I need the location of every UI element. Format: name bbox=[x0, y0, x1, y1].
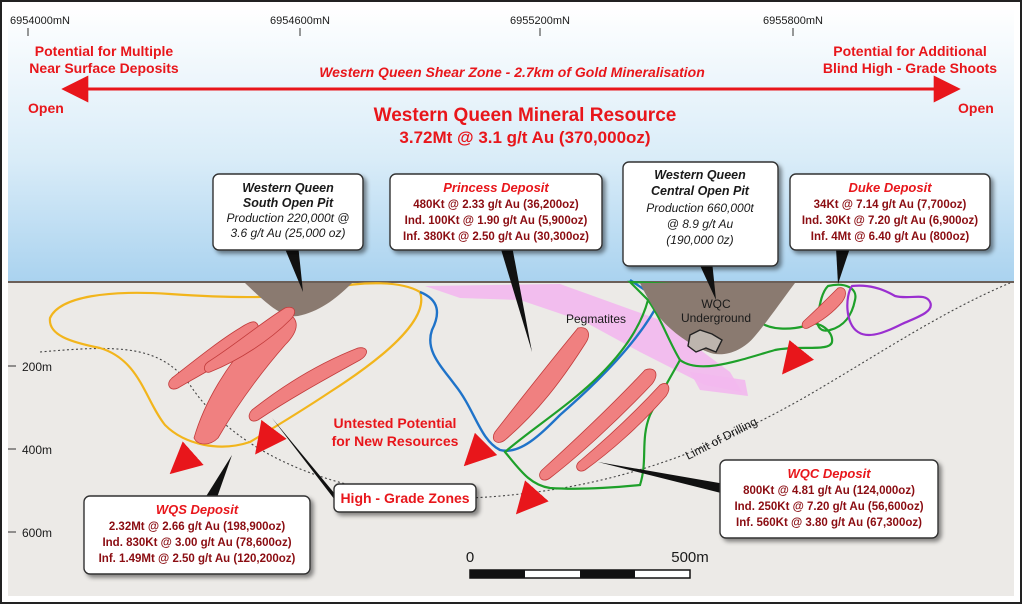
scale-bar-start: 0 bbox=[466, 549, 474, 566]
wqs-pit-title2: South Open Pit bbox=[243, 196, 334, 210]
wqs-pit-line2: 3.6 g/t Au (25,000 oz) bbox=[231, 226, 346, 240]
right-potential-line1: Potential for Additional bbox=[833, 43, 986, 59]
wqc-pit-title1: Western Queen bbox=[654, 168, 746, 182]
resource-title: Western Queen Mineral Resource bbox=[374, 105, 677, 126]
princess-line1: 480Kt @ 2.33 g/t Au (36,200oz) bbox=[413, 199, 579, 211]
wqs-outline bbox=[48, 282, 423, 448]
right-potential-line2: Blind High - Grade Shoots bbox=[823, 60, 997, 76]
resource-value: 3.72Mt @ 3.1 g/t Au (370,000oz) bbox=[399, 128, 650, 147]
northing-label: 6955800mN bbox=[763, 15, 823, 27]
scale-bar: 0 500m bbox=[466, 549, 709, 579]
duke-title: Duke Deposit bbox=[848, 180, 932, 195]
high-grade-label: High - Grade Zones bbox=[340, 490, 469, 506]
northing-label: 6955200mN bbox=[510, 15, 570, 27]
wqs-open-pit bbox=[245, 283, 352, 317]
duke-green-outline bbox=[816, 283, 857, 332]
wqc-underground-outline bbox=[687, 329, 723, 353]
duke-line3: Inf. 4Mt @ 6.40 g/t Au (800oz) bbox=[811, 231, 970, 243]
princess-callout bbox=[389, 173, 603, 251]
duke-callout bbox=[789, 173, 991, 251]
wqs-deposit-title: WQS Deposit bbox=[156, 502, 239, 517]
pegmatites-label: Pegmatites bbox=[566, 312, 626, 326]
wqc-pit-title2: Central Open Pit bbox=[651, 184, 750, 198]
northing-label: 6954600mN bbox=[270, 15, 330, 27]
wqc-deposit-title: WQC Deposit bbox=[787, 466, 871, 481]
wqc-deposit-line1: 800Kt @ 4.81 g/t Au (124,000oz) bbox=[743, 485, 915, 497]
wqc-pit-line1: Production 660,000t bbox=[646, 201, 754, 215]
duke-purple-outline bbox=[846, 284, 932, 337]
wqs-deposit-line3: Inf. 1.49Mt @ 2.50 g/t Au (120,200oz) bbox=[99, 553, 296, 565]
pegmatites-zone bbox=[425, 284, 748, 396]
duke-line2: Ind. 30Kt @ 7.20 g/t Au (6,900oz) bbox=[802, 215, 978, 227]
duke-line1: 34Kt @ 7.14 g/t Au (7,700oz) bbox=[814, 199, 967, 211]
depth-axis: 200m 400m 600m bbox=[8, 360, 52, 540]
wqs-deposit-callout bbox=[83, 495, 311, 575]
wqc-pit-callout bbox=[622, 161, 779, 267]
princess-line2: Ind. 100Kt @ 1.90 g/t Au (5,900oz) bbox=[405, 215, 588, 227]
scale-bar-end: 500m bbox=[671, 549, 709, 566]
wqc-ore-shoots bbox=[539, 368, 670, 481]
open-right-label: Open bbox=[958, 100, 994, 116]
wqc-underground-label1: WQC bbox=[701, 297, 731, 311]
northing-axis: 6954000mN 6954600mN 6955200mN 6955800mN bbox=[10, 15, 823, 36]
untested-potential-label1: Untested Potential bbox=[334, 415, 457, 431]
wqc-underground-label2: Underground bbox=[681, 311, 751, 325]
depth-label: 200m bbox=[22, 360, 52, 374]
duke-ore-shoot bbox=[801, 287, 846, 329]
wqs-pit-title1: Western Queen bbox=[242, 181, 334, 195]
wqc-pit-line3: (190,000 0z) bbox=[666, 233, 733, 247]
wqs-pit-line1: Production 220,000t @ bbox=[227, 211, 350, 225]
wqs-pit-callout bbox=[212, 173, 364, 251]
depth-label: 400m bbox=[22, 443, 52, 457]
shear-zone-label: Western Queen Shear Zone - 2.7km of Gold… bbox=[319, 64, 705, 80]
open-left-label: Open bbox=[28, 100, 64, 116]
wqs-ore-shoots bbox=[168, 306, 367, 445]
wqc-pit-line2: @ 8.9 g/t Au bbox=[667, 217, 734, 231]
untested-potential-label2: for New Resources bbox=[332, 433, 459, 449]
extension-arrows bbox=[169, 340, 815, 515]
northing-label: 6954000mN bbox=[10, 15, 70, 27]
wqc-deposit-line3: Inf. 560Kt @ 3.80 g/t Au (67,300oz) bbox=[736, 517, 922, 529]
left-potential-line1: Potential for Multiple bbox=[35, 43, 174, 59]
wqc-deposit-line2: Ind. 250Kt @ 7.20 g/t Au (56,600oz) bbox=[734, 501, 923, 513]
wqc-deposit-callout bbox=[719, 459, 939, 539]
wqs-deposit-line1: 2.32Mt @ 2.66 g/t Au (198,900oz) bbox=[109, 521, 285, 533]
depth-label: 600m bbox=[22, 526, 52, 540]
high-grade-callout bbox=[333, 483, 477, 513]
princess-ore-shoot bbox=[492, 327, 589, 443]
callout-pointers bbox=[200, 244, 850, 506]
princess-title: Princess Deposit bbox=[443, 180, 549, 195]
wqc-open-pit bbox=[640, 283, 795, 355]
left-potential-line2: Near Surface Deposits bbox=[29, 60, 179, 76]
princess-line3: Inf. 380Kt @ 2.50 g/t Au (30,300oz) bbox=[403, 231, 589, 243]
wqs-deposit-line2: Ind. 830Kt @ 3.00 g/t Au (78,600oz) bbox=[102, 537, 291, 549]
